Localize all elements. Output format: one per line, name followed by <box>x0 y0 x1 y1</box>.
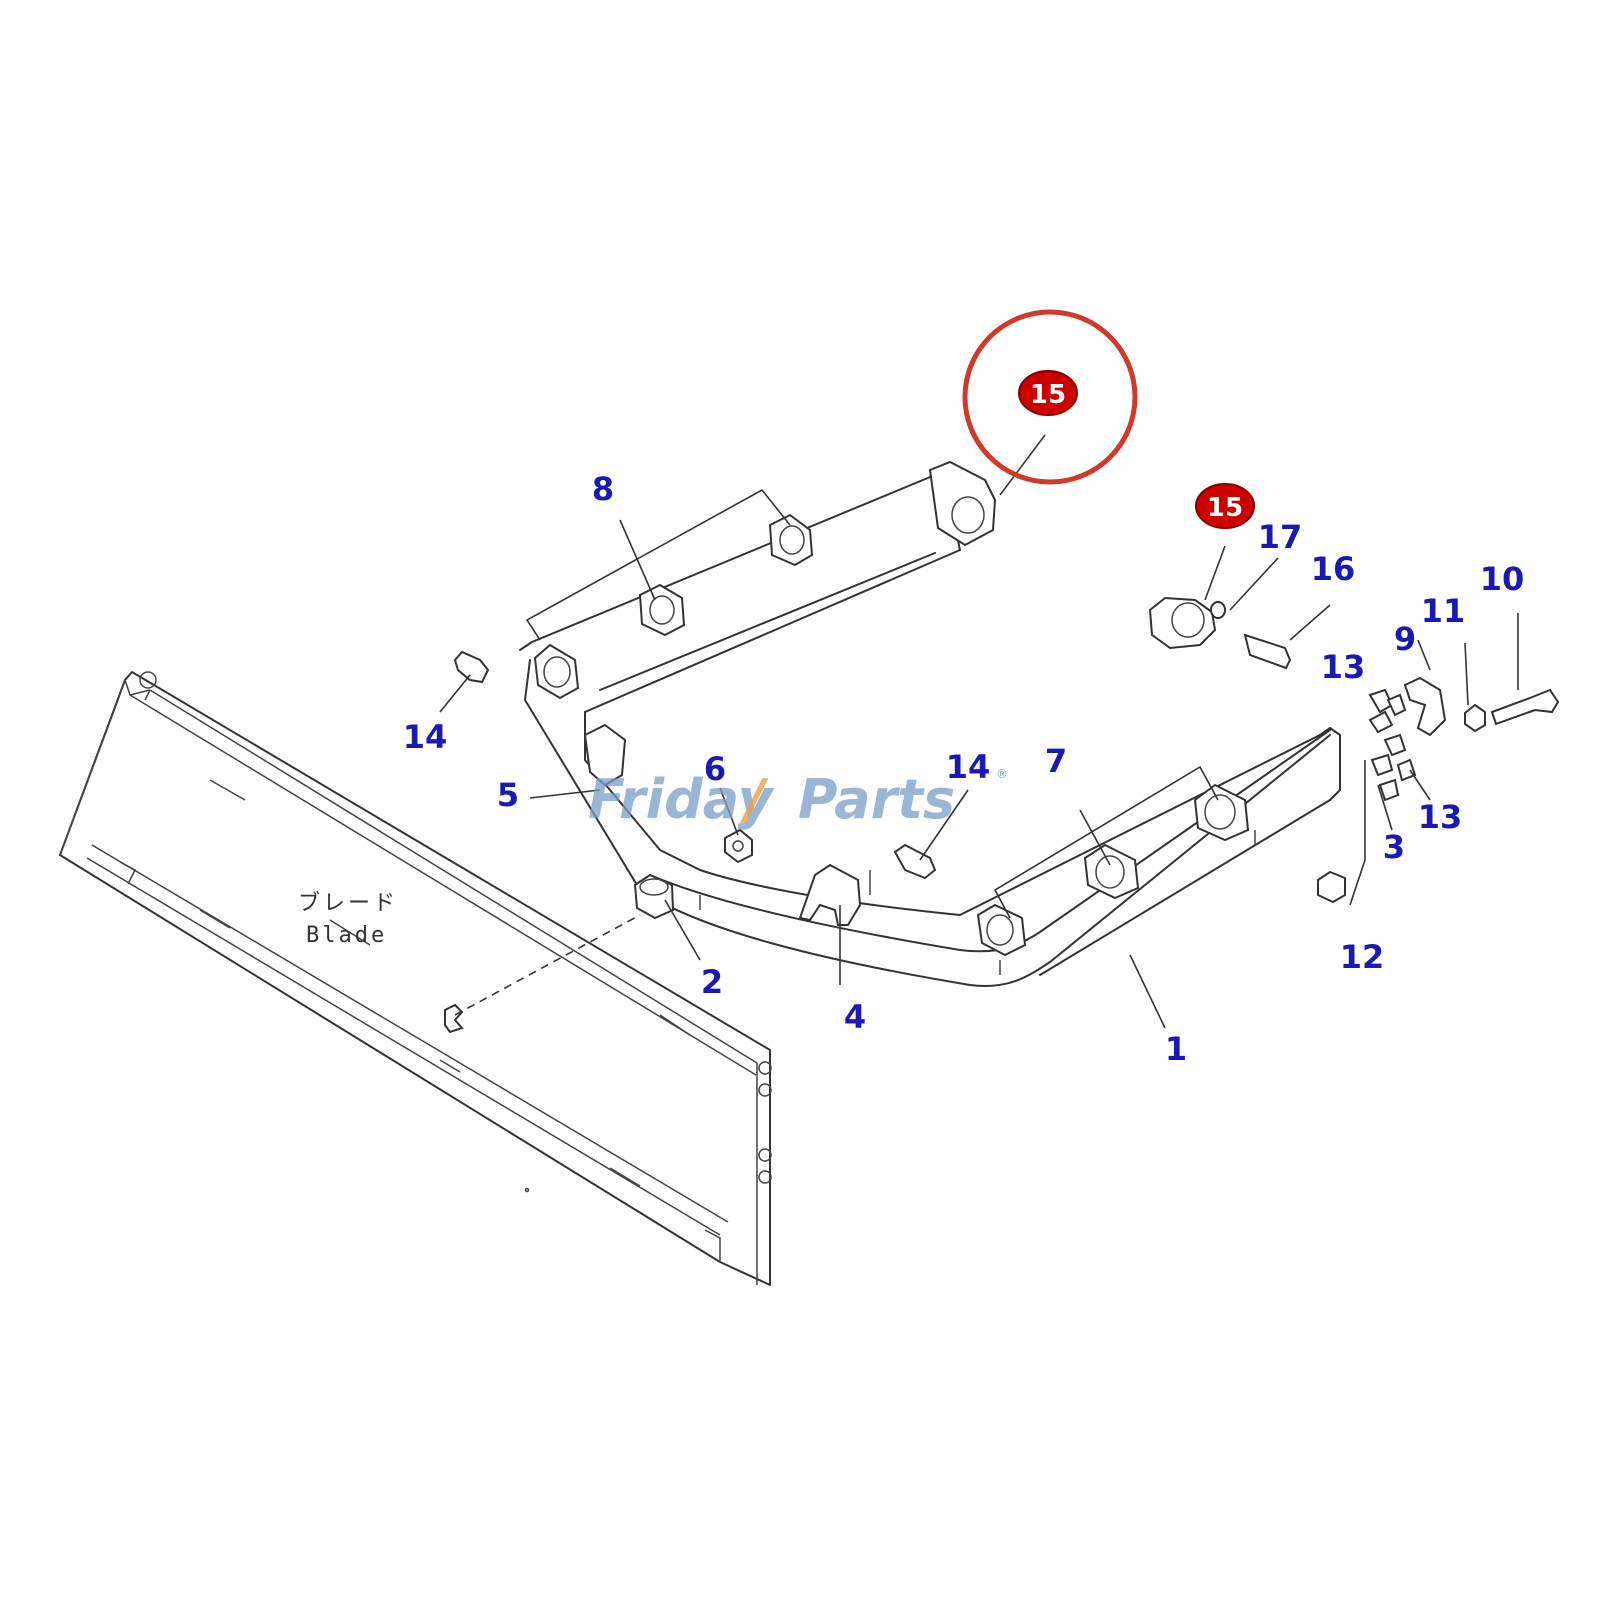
callout-10[interactable]: 10 <box>1480 560 1525 598</box>
callout-15-top[interactable]: 15 <box>1030 380 1066 410</box>
callout-14-left[interactable]: 14 <box>403 718 448 756</box>
badge-15-top[interactable]: 15 <box>1018 370 1078 416</box>
callout-8[interactable]: 8 <box>592 470 614 508</box>
callout-7[interactable]: 7 <box>1045 742 1067 780</box>
watermark-part2: Parts <box>798 768 955 831</box>
callout-11[interactable]: 11 <box>1421 592 1466 630</box>
exploded-parts <box>1148 596 1560 904</box>
highlight-circle <box>962 309 1138 485</box>
blade-label-jp: ブレード <box>298 891 398 916</box>
callout-2[interactable]: 2 <box>701 963 723 1001</box>
blade-label-en: Blade <box>306 923 387 948</box>
badge-15-right[interactable]: 15 <box>1195 483 1255 529</box>
callout-4[interactable]: 4 <box>844 998 866 1036</box>
callout-6[interactable]: 6 <box>704 750 726 788</box>
blade: ブレード Blade <box>59 671 772 1286</box>
callout-13-lower[interactable]: 13 <box>1418 798 1463 836</box>
callout-1[interactable]: 1 <box>1165 1030 1187 1068</box>
watermark-part1: Friday <box>588 768 776 831</box>
callout-5[interactable]: 5 <box>497 776 519 814</box>
leader-lines <box>439 434 1519 1029</box>
callout-12[interactable]: 12 <box>1340 938 1385 976</box>
callout-13-upper[interactable]: 13 <box>1321 648 1366 686</box>
callout-9[interactable]: 9 <box>1394 620 1416 658</box>
callouts: 1 2 3 4 5 6 7 8 9 10 11 12 13 13 14 14 1… <box>403 470 1525 1068</box>
watermark: Friday / Parts ® <box>588 767 1008 831</box>
watermark-reg: ® <box>996 767 1008 781</box>
callout-3[interactable]: 3 <box>1383 828 1405 866</box>
callout-15-right[interactable]: 15 <box>1207 493 1243 523</box>
callout-16[interactable]: 16 <box>1311 550 1356 588</box>
frame-bosses <box>444 460 1250 1034</box>
callout-17[interactable]: 17 <box>1258 518 1303 556</box>
callout-14-center[interactable]: 14 <box>946 748 991 786</box>
